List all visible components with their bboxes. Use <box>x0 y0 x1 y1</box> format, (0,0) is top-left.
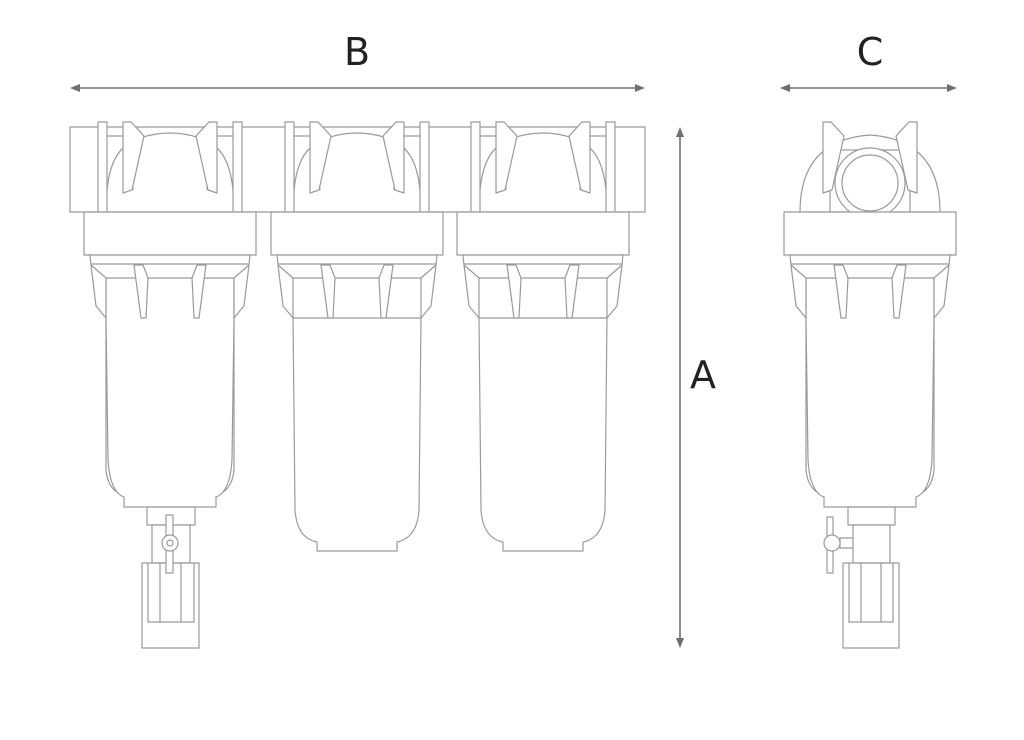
dimension-c-label: C <box>856 30 884 74</box>
dimension-a-arrow <box>676 127 684 648</box>
valve-knob-icon <box>161 534 179 552</box>
manifold <box>69 126 646 213</box>
drain-valve-side <box>823 506 900 649</box>
valve-knob-icon <box>823 534 841 552</box>
drain-valve-front <box>141 506 200 649</box>
dimension-c-arrow <box>780 84 957 92</box>
filter-side-view <box>783 121 957 649</box>
dimension-b-label: B <box>343 30 371 74</box>
dimension-b-arrow <box>70 84 645 92</box>
dimension-a-label: A <box>690 353 716 397</box>
